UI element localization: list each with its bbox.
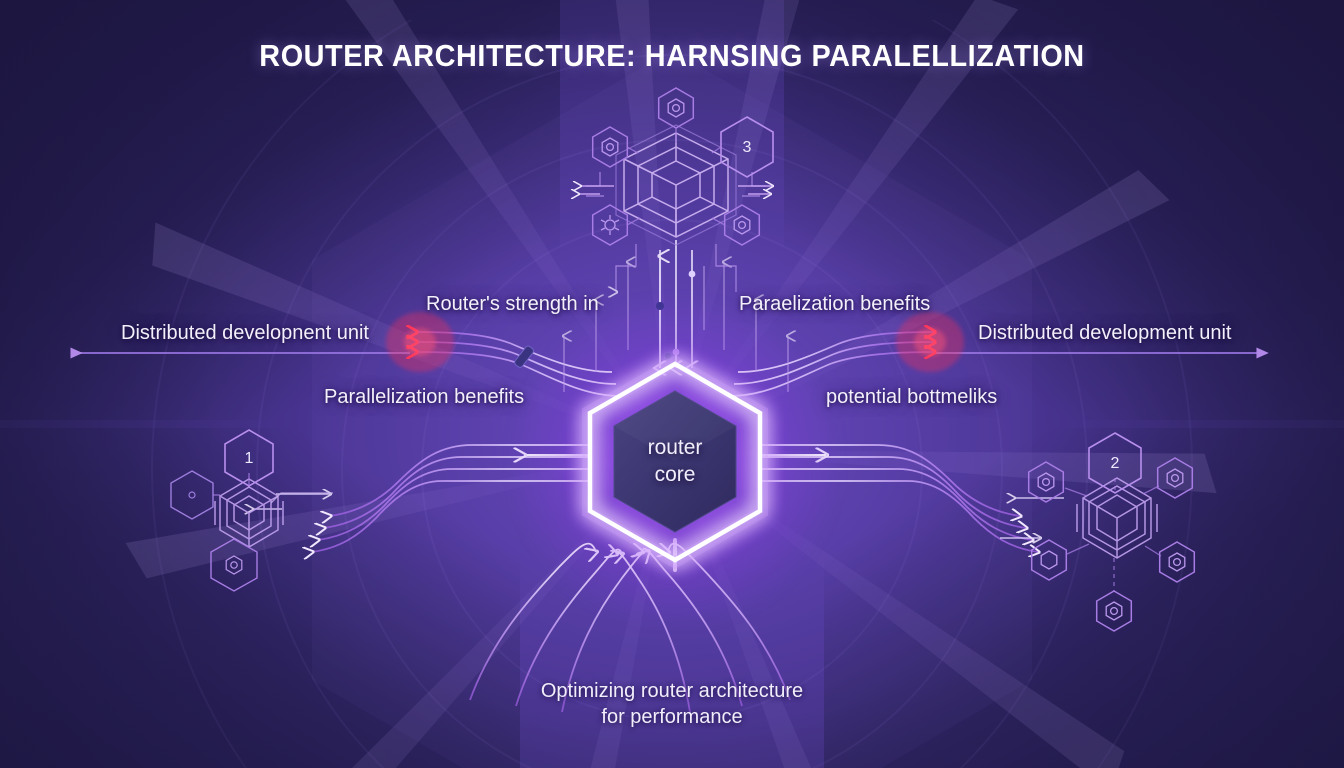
bottom-caption-line2: for performance	[601, 705, 743, 728]
background-corner-top-right	[784, 0, 1344, 420]
background-corner-bottom-right	[824, 428, 1344, 768]
node-cluster-right[interactable]: 2	[1027, 432, 1196, 632]
label-left-outer: Distributed developnent unit	[121, 322, 369, 344]
label-right-upper: Paraelization benefits	[739, 293, 931, 315]
left-hex-lower	[210, 538, 258, 592]
flow-bundle-right	[760, 444, 1038, 552]
node-badge-3-label: 3	[743, 139, 752, 156]
node-cluster-left[interactable]: 1	[170, 429, 333, 592]
label-left-lower: Parallelization benefits	[324, 386, 525, 408]
node-cluster-top[interactable]: 3	[591, 87, 774, 246]
flow-bundle-left	[312, 444, 590, 552]
label-right-outer: Distributed development unit	[978, 322, 1232, 344]
top-hex-ll	[591, 204, 629, 246]
background-corner-top-left	[0, 0, 560, 420]
node-badge-1-label: 1	[245, 450, 254, 467]
bottom-caption-line1: Optimizing router architecture	[540, 680, 804, 702]
left-hex-side	[170, 470, 214, 520]
page-title: ROUTER ARCHITECTURE: HARNSING PARALELLIZ…	[259, 38, 1085, 73]
node-badge-2-label: 2	[1111, 455, 1120, 472]
label-right-lower: potential bottmeliks	[826, 386, 998, 408]
node-badge-2[interactable]: 2	[1088, 432, 1142, 494]
label-left-upper: Router's strength in	[426, 293, 599, 315]
router-core-hexagon[interactable]	[582, 355, 768, 569]
node-badge-3[interactable]: 3	[720, 116, 774, 178]
right-hex-ll	[1030, 539, 1068, 581]
top-cluster-wire-arrows	[578, 186, 772, 194]
bottom-caption: Optimizing router architecture for perfo…	[0, 679, 1344, 730]
